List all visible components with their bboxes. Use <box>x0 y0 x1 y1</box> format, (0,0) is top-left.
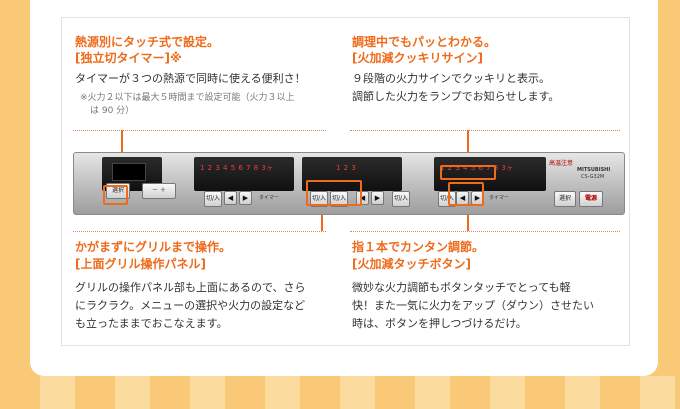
heat-warning-label: 高温注意 <box>549 160 574 167</box>
bottom-right-title: 指１本でカンタン調節。 <box>352 240 485 254</box>
bottom-right-body-2: 快！また一気に火力をアップ（ダウン）させたい <box>352 299 594 312</box>
top-right-title: 調理中でもパッとわかる。 <box>352 35 497 49</box>
center-grill-button[interactable]: 切/入 <box>330 191 348 207</box>
top-left-note-2: は 90 分） <box>90 106 135 116</box>
bottom-right-body-1: 微妙な火力調節もボタンタッチでとっても軽 <box>352 281 571 294</box>
touch-button-highlight <box>448 182 484 206</box>
left-heat-strip: 1 2 3 4 5 6 7 8 3ヶ <box>194 157 294 191</box>
heat-sign-highlight <box>440 165 496 180</box>
divider <box>73 231 326 232</box>
right-on-off-button[interactable]: 切/入 <box>438 191 456 207</box>
top-left-title: 熱源別にタッチ式で設定。 <box>75 35 220 49</box>
center-heat-strip: 1 2 3 <box>302 157 402 191</box>
top-right-body-2: 調節した火力をランプでお知らせします。 <box>352 90 560 103</box>
divider <box>73 130 326 131</box>
left-increase-button[interactable]: ▶ <box>239 191 252 205</box>
right-select-button[interactable]: 選択 <box>554 191 576 207</box>
center-heat-levels: 1 2 3 <box>336 164 357 172</box>
left-heat-levels: 1 2 3 4 5 6 7 8 3ヶ <box>200 164 274 172</box>
bottom-left-subtitle: [上面グリル操作パネル] <box>75 257 206 271</box>
top-right-body-1: ９段階の火力サインでクッキリと表示。 <box>352 72 550 85</box>
connector-line <box>467 130 469 165</box>
center-controls-highlight <box>306 180 362 206</box>
grill-minus-plus-button[interactable]: － ＋ <box>142 183 176 199</box>
bottom-left-title: かがまずにグリルまで操作。 <box>75 240 232 254</box>
center-on-off-button[interactable]: 切/入 <box>310 191 328 207</box>
center-secondary-button[interactable]: 切/入 <box>392 191 410 207</box>
left-decrease-button[interactable]: ◀ <box>224 191 237 205</box>
center-increase-button[interactable]: ▶ <box>371 191 384 205</box>
grill-panel-highlight <box>103 185 128 205</box>
divider <box>350 231 620 232</box>
right-heat-levels: 1 2 3 4 5 6 7 8 3ヶ <box>440 164 514 172</box>
bottom-right-body-3: 時は、ボタンを押しつづけるだけ。 <box>352 317 527 330</box>
bottom-left-body-3: も立ったままでおこなえます。 <box>75 317 228 330</box>
divider <box>350 130 620 131</box>
decorative-stripes <box>0 376 680 409</box>
center-decrease-button[interactable]: ◀ <box>356 191 369 205</box>
model-label: CS-G32M <box>581 174 605 180</box>
top-right-subtitle: [火加減クッキリサイン] <box>352 51 483 65</box>
right-heat-strip: 1 2 3 4 5 6 7 8 3ヶ <box>434 157 546 191</box>
timer-screen <box>112 163 146 181</box>
brand-label: MITSUBISHI <box>577 167 611 173</box>
bottom-left-body-2: にラクラク。メニューの選択や火力の設定など <box>75 299 306 312</box>
bottom-right-subtitle: [火加減タッチボタン] <box>352 257 471 271</box>
brand-area: 高温注意 MITSUBISHI CS-G32M <box>549 157 621 191</box>
power-button[interactable]: 電源 <box>579 191 603 207</box>
top-left-note-1: ※火力２以下は最大５時間まで設定可能（火力３以上 <box>80 93 295 103</box>
bottom-left-body-1: グリルの操作パネル部も上面にあるので、さら <box>75 281 306 294</box>
grill-select-button[interactable]: 選択 <box>106 183 130 199</box>
top-left-body: タイマーが３つの熱源で同時に使える便利さ！ <box>75 72 306 85</box>
left-timer-label: タイマー <box>259 195 280 201</box>
left-on-off-button[interactable]: 切/入 <box>204 191 222 207</box>
top-left-subtitle: [独立切タイマー]※ <box>75 51 182 65</box>
right-timer-label: タイマー <box>489 195 510 201</box>
